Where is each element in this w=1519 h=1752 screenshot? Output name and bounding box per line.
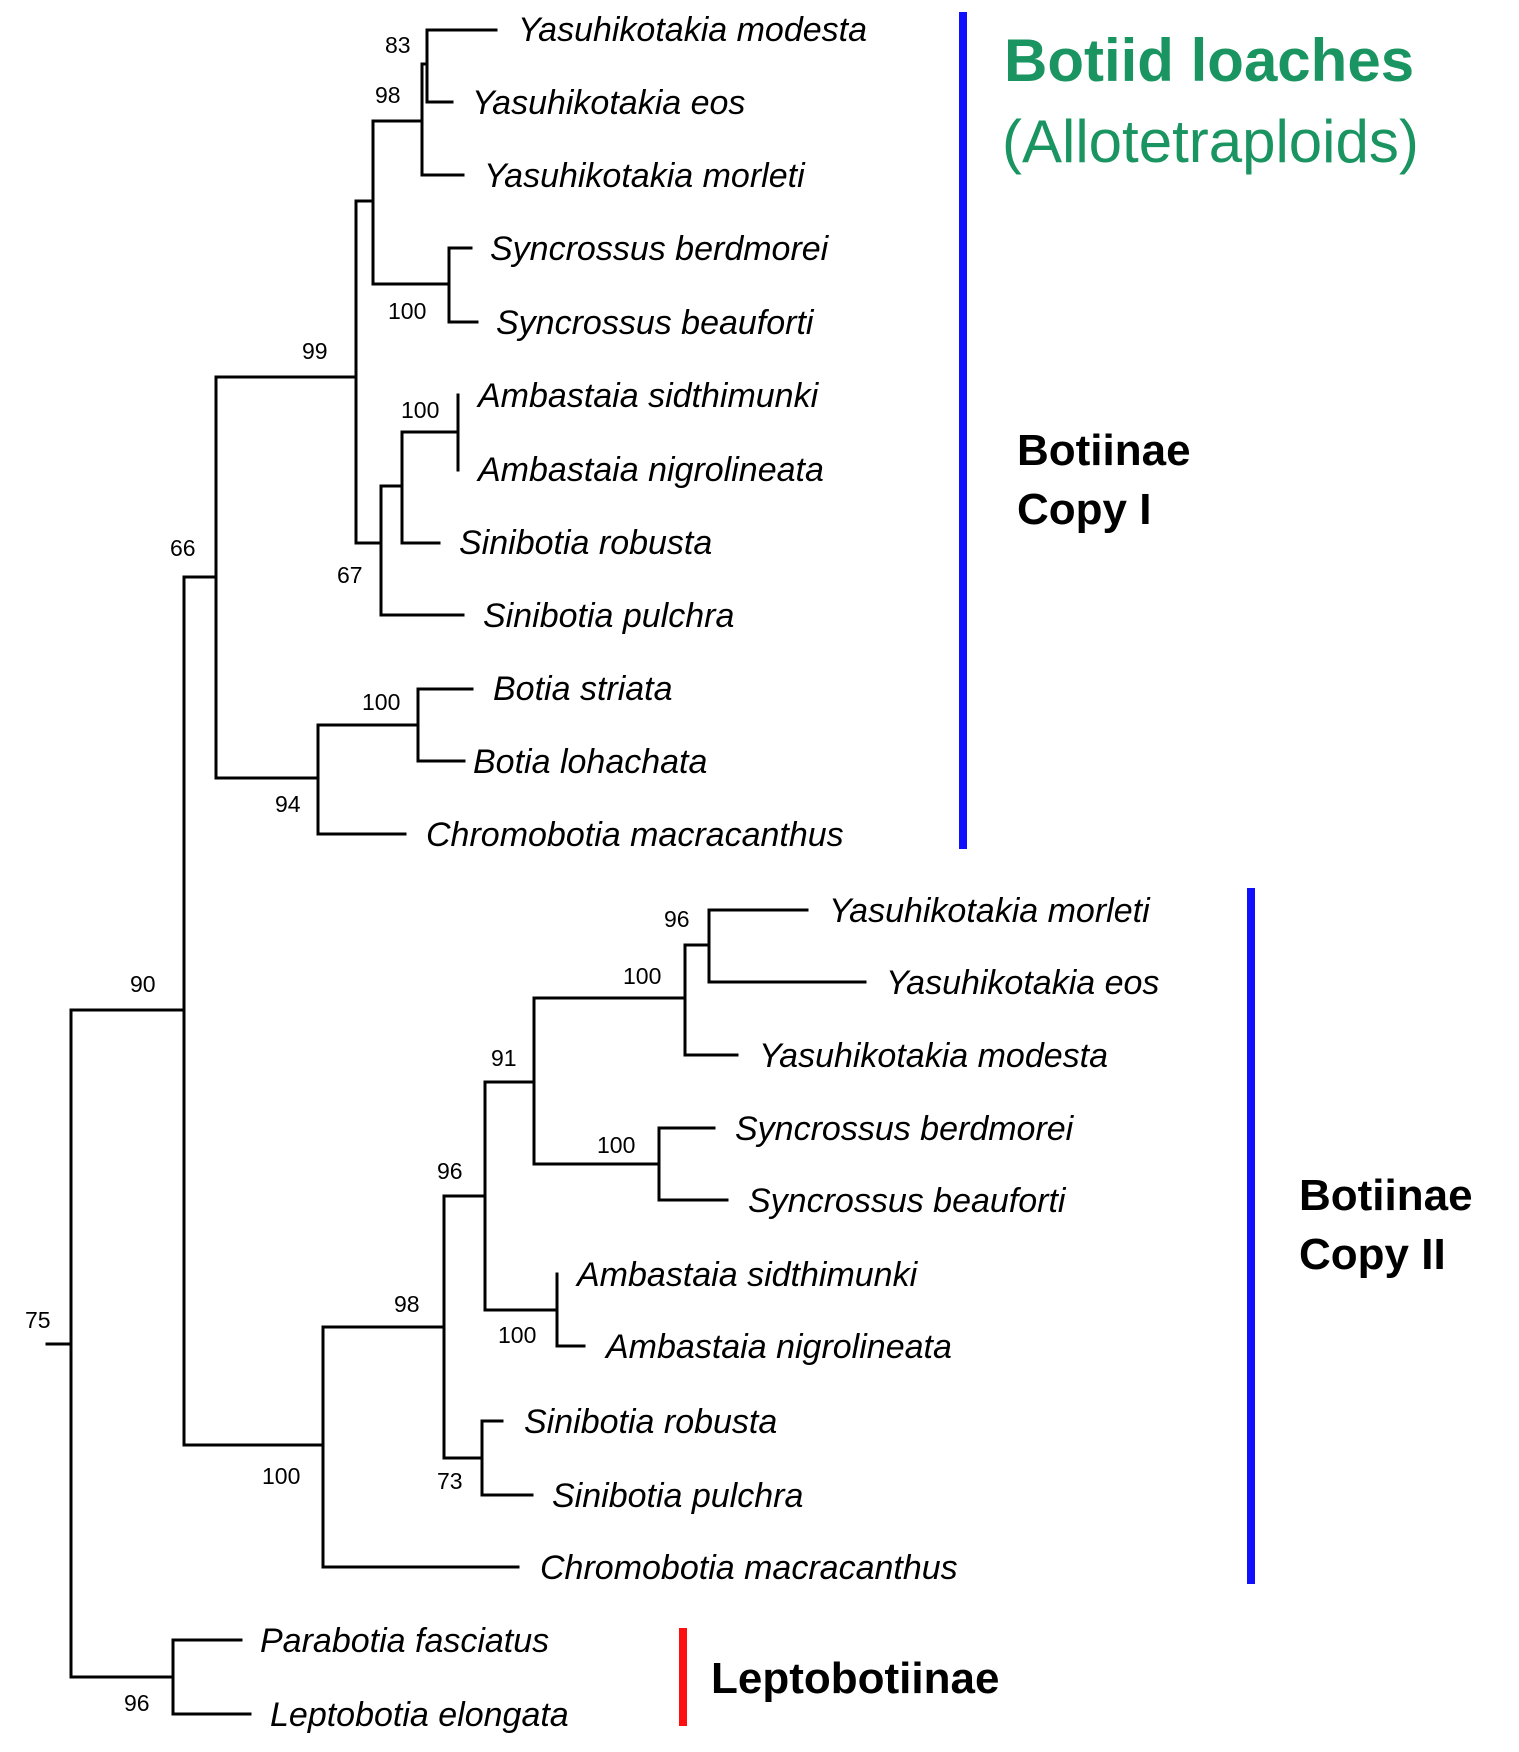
figure-title: Botiid loaches bbox=[1004, 27, 1414, 94]
branch-node98 bbox=[321, 1194, 446, 1460]
bootstrap-values: 83 98 100 99 100 67 100 94 66 90 96 100 … bbox=[25, 32, 690, 1716]
taxon-label: Syncrossus berdmorei bbox=[490, 230, 830, 268]
branch-copy2 bbox=[182, 1325, 520, 1569]
tree-branches bbox=[45, 28, 867, 1716]
branch-root bbox=[45, 1008, 73, 1679]
bootstrap-value: 100 bbox=[401, 397, 439, 423]
taxon-label: Sinibotia pulchra bbox=[483, 597, 734, 635]
clade-label-copy2-line2: Copy II bbox=[1299, 1230, 1446, 1279]
taxon-label: Botia lohachata bbox=[473, 743, 707, 781]
taxon-label: Syncrossus beauforti bbox=[496, 304, 815, 342]
branch-syncrossus-2 bbox=[532, 1126, 729, 1202]
bootstrap-value: 73 bbox=[437, 1468, 463, 1494]
taxon-labels: Yasuhikotakia modesta Yasuhikotakia eos … bbox=[260, 11, 1159, 1734]
bootstrap-value: 100 bbox=[623, 963, 661, 989]
bootstrap-value: 100 bbox=[597, 1132, 635, 1158]
bootstrap-value: 100 bbox=[498, 1322, 536, 1348]
taxon-label: Ambastaia nigrolineata bbox=[476, 451, 824, 489]
branch-copy1 bbox=[182, 375, 218, 780]
clade-label-leptobotiinae: Leptobotiinae bbox=[711, 1654, 999, 1703]
branch-ambastaia-2 bbox=[483, 1272, 586, 1348]
taxon-label: Ambastaia sidthimunki bbox=[476, 377, 820, 415]
bootstrap-value: 98 bbox=[394, 1291, 420, 1317]
taxon-label: Syncrossus berdmorei bbox=[735, 1110, 1075, 1148]
bootstrap-value: 83 bbox=[385, 32, 411, 58]
branch-yasuhikotakia-2 bbox=[532, 908, 867, 1057]
branch-ingroup bbox=[69, 575, 186, 1447]
taxon-label: Sinibotia pulchra bbox=[552, 1477, 803, 1515]
branch-yas-syn bbox=[354, 28, 498, 324]
taxon-label: Chromobotia macracanthus bbox=[426, 816, 844, 854]
bootstrap-value: 99 bbox=[302, 338, 328, 364]
bootstrap-value: 98 bbox=[375, 82, 401, 108]
clade-label-copy2-line1: Botiinae bbox=[1299, 1171, 1473, 1220]
taxon-label: Yasuhikotakia morleti bbox=[829, 892, 1151, 930]
taxon-label: Parabotia fasciatus bbox=[260, 1622, 549, 1660]
taxon-label: Yasuhikotakia eos bbox=[472, 84, 745, 122]
branch-sinibotia-2 bbox=[442, 1419, 534, 1497]
bootstrap-value: 91 bbox=[491, 1045, 517, 1071]
clade-label-copy1-line2: Copy I bbox=[1017, 485, 1151, 534]
taxon-label: Yasuhikotakia modesta bbox=[759, 1037, 1108, 1075]
bootstrap-value: 96 bbox=[664, 906, 690, 932]
branch-node91 bbox=[483, 996, 536, 1166]
taxon-label: Yasuhikotakia morleti bbox=[484, 157, 806, 195]
branch-botia-group bbox=[214, 687, 474, 836]
clade-label-copy1-line1: Botiinae bbox=[1017, 426, 1191, 475]
taxon-label: Yasuhikotakia eos bbox=[886, 964, 1159, 1002]
bootstrap-value: 96 bbox=[124, 1690, 150, 1716]
bootstrap-value: 100 bbox=[388, 298, 426, 324]
bootstrap-value: 75 bbox=[25, 1307, 51, 1333]
taxon-label: Sinibotia robusta bbox=[459, 524, 712, 562]
taxon-label: Leptobotia elongata bbox=[270, 1696, 569, 1734]
bootstrap-value: 100 bbox=[362, 689, 400, 715]
branch-amb-sin bbox=[354, 393, 465, 617]
bootstrap-value: 67 bbox=[337, 562, 363, 588]
bootstrap-value: 90 bbox=[130, 971, 156, 997]
taxon-label: Ambastaia nigrolineata bbox=[604, 1328, 952, 1366]
bootstrap-value: 96 bbox=[437, 1158, 463, 1184]
figure-subtitle: (Allotetraploids) bbox=[1002, 108, 1419, 175]
taxon-label: Botia striata bbox=[493, 670, 673, 708]
branch-leptobotiinae bbox=[69, 1638, 252, 1716]
taxon-label: Syncrossus beauforti bbox=[748, 1182, 1067, 1220]
taxon-label: Chromobotia macracanthus bbox=[540, 1549, 958, 1587]
branch-node96 bbox=[442, 1080, 487, 1312]
bootstrap-value: 66 bbox=[170, 535, 196, 561]
taxon-label: Ambastaia sidthimunki bbox=[575, 1256, 919, 1294]
bootstrap-value: 100 bbox=[262, 1463, 300, 1489]
bootstrap-value: 94 bbox=[275, 791, 301, 817]
taxon-label: Yasuhikotakia modesta bbox=[518, 11, 867, 49]
branch-node99 bbox=[214, 199, 358, 545]
taxon-label: Sinibotia robusta bbox=[524, 1403, 777, 1441]
